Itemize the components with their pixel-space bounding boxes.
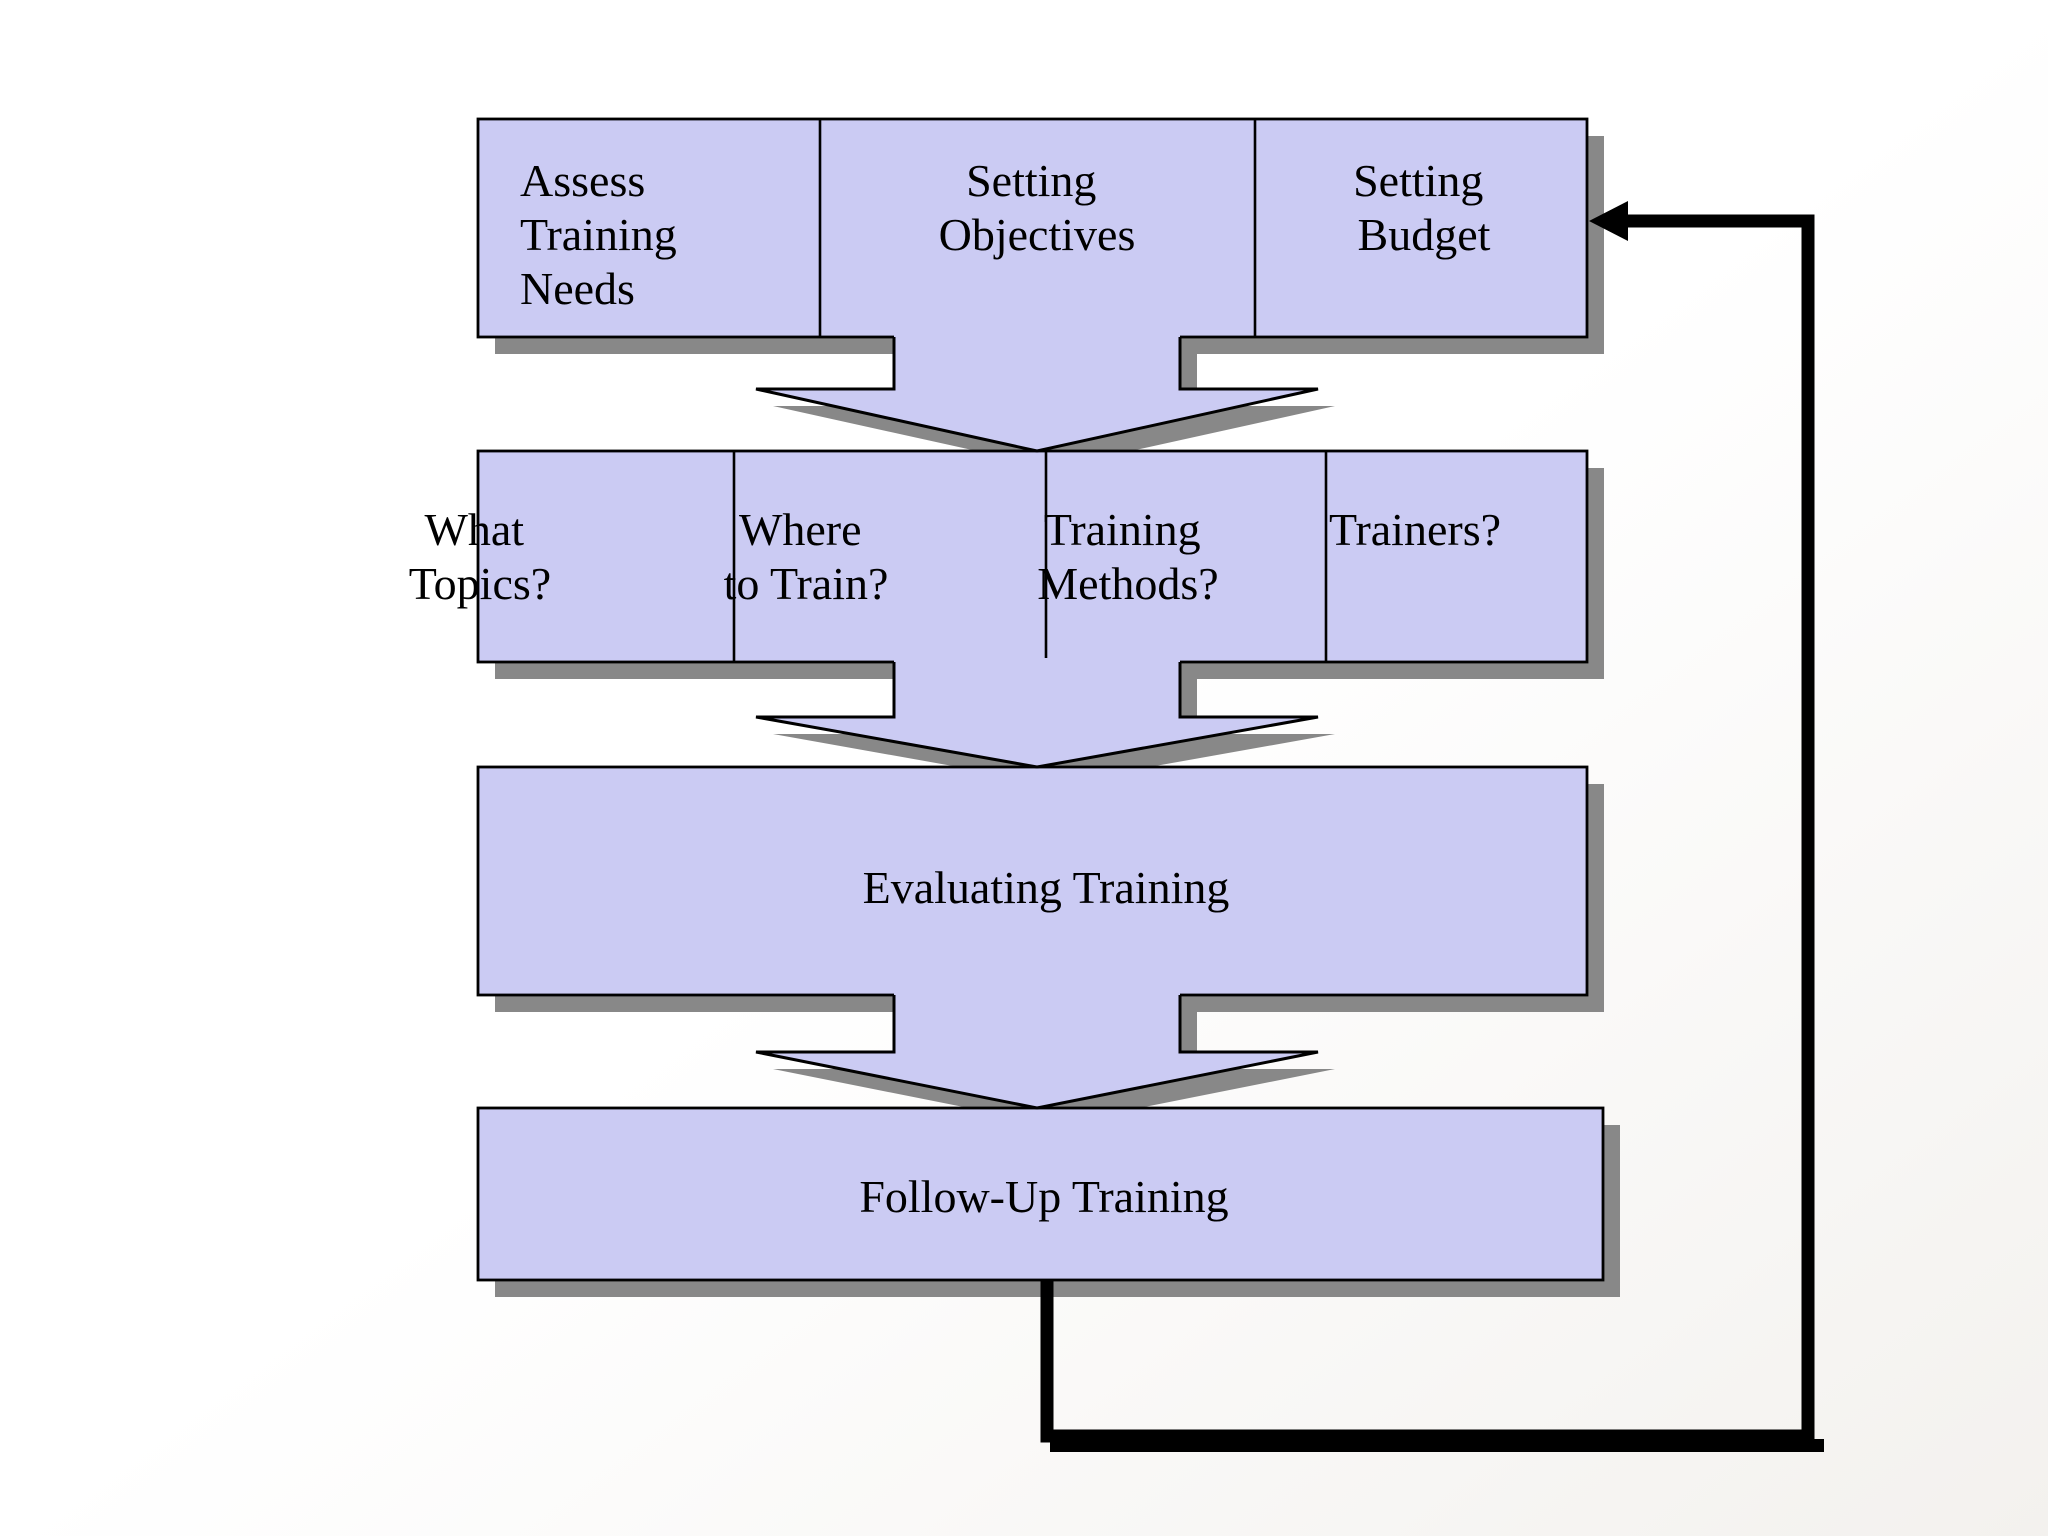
flow-arrow-3 <box>755 995 1319 1110</box>
label-setting-budget: Setting Budget <box>1353 155 1495 260</box>
label-line: Needs <box>520 263 635 314</box>
label-trainers: Trainers? <box>1329 504 1501 555</box>
label-line: Where <box>739 504 862 555</box>
label-line: Methods? <box>1037 558 1218 609</box>
box-row1-planning <box>476 117 1589 339</box>
feedback-loop <box>1040 201 1824 1452</box>
label-training-methods: Training Methods? <box>1037 504 1218 609</box>
box-evaluating-training <box>476 765 1589 997</box>
labels: Assess Training Needs Setting Objectives… <box>409 155 1501 1222</box>
label-line: What <box>424 504 524 555</box>
label-where-to-train: Where to Train? <box>724 504 889 609</box>
label-follow-up-training: Follow-Up Training <box>859 1171 1228 1222</box>
label-setting-objectives: Setting Objectives <box>939 155 1136 260</box>
label-line: Training <box>520 209 677 260</box>
flow-arrow-1 <box>755 337 1319 453</box>
flow-arrow-2-fill <box>756 658 1318 767</box>
flow-arrow-1-fill <box>756 333 1318 451</box>
label-line: Objectives <box>939 209 1136 260</box>
label-line: to Train? <box>724 558 889 609</box>
label-line: Topics? <box>409 558 551 609</box>
label-what-topics: What Topics? <box>409 504 551 609</box>
label-line: Setting <box>966 155 1096 206</box>
box-follow-up-training <box>476 1106 1605 1282</box>
feedback-loop-line <box>1040 214 1815 1443</box>
box-layer <box>476 117 1605 1282</box>
box-row2-questions <box>476 449 1589 664</box>
flow-arrows <box>755 333 1319 1110</box>
flow-arrow-2 <box>755 662 1319 769</box>
label-line: Trainers? <box>1329 504 1501 555</box>
label-line: Assess <box>520 155 645 206</box>
label-line: Setting <box>1353 155 1483 206</box>
label-line: Budget <box>1358 209 1491 260</box>
label-line: Training <box>1044 504 1201 555</box>
label-evaluating-training: Evaluating Training <box>863 862 1230 913</box>
feedback-arrow-head <box>1589 201 1628 241</box>
label-assess-training-needs: Assess Training Needs <box>520 155 688 314</box>
